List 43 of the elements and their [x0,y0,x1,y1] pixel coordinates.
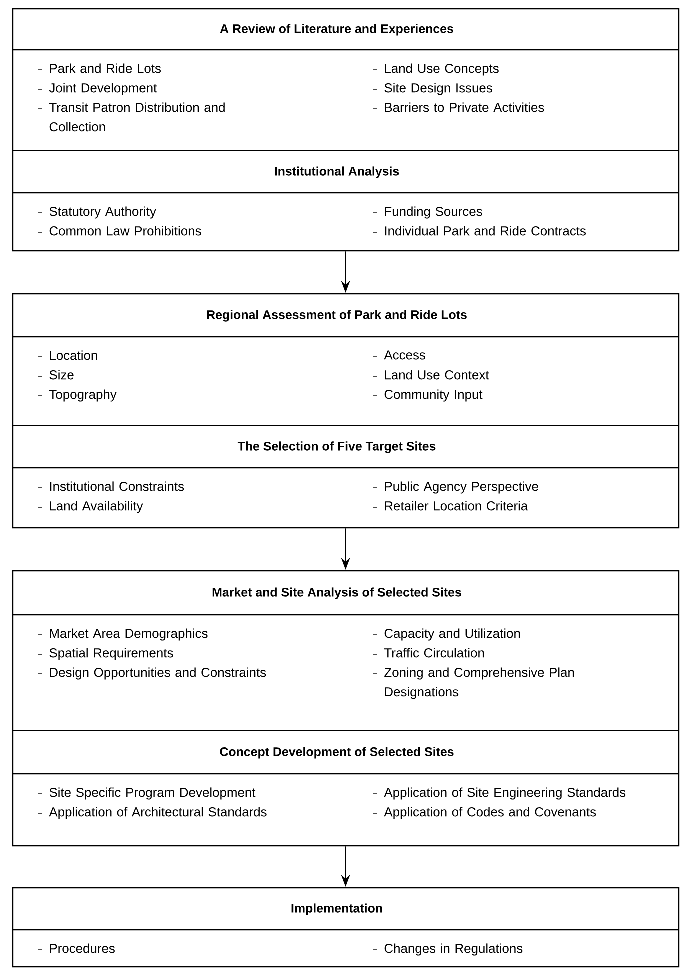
list-item: Site Specific Program Development [50,788,256,800]
list-item: Transit Patron Distribution and Collection [50,102,225,132]
list-item: Funding Sources [385,206,482,219]
list-item: Size [50,370,74,380]
list-item: Location [50,350,98,360]
list-item: Spatial Requirements [50,648,174,660]
section-heading: Market and Site Analysis of Selected Sites [212,588,462,600]
list-item: Capacity and Utilization [384,628,520,641]
section-heading: The Selection of Five Target Sites [238,442,436,454]
section-heading: Implementation [292,904,382,916]
list-item: Joint Development [49,83,158,96]
list-item: Application of Site Engineering Standards [384,788,626,800]
list-item: Access [384,350,426,360]
list-item: Application of Codes and Covenants [384,807,596,820]
list-item: Site Design Issues [384,83,492,96]
list-item: Retailer Location Criteria [385,501,528,511]
list-item: Community Input [384,390,483,402]
section-heading: A Review of Literature and Experiences [220,24,454,36]
list-item: Park and Ride Lots [50,64,162,74]
list-item: Land Use Context [385,370,490,380]
list-item: Zoning and Comprehensive Plan Designations [384,668,574,700]
list-item: Common Law Prohibitions [50,226,202,236]
section-heading: Institutional Analysis [275,166,400,178]
list-item: Traffic Circulation [384,648,484,658]
list-item: Individual Park and Ride Contracts [385,226,586,236]
group-box [12,570,680,847]
list-item: Land Availability [50,501,144,514]
list-item: Institutional Constraints [50,482,184,492]
list-item: Market Area Demographics [50,628,208,641]
list-item: Public Agency Perspective [385,482,538,494]
list-item: Changes in Regulations [384,944,523,956]
group-box [12,8,680,252]
list-item: Procedures [50,944,115,954]
section-heading: Regional Assessment of Park and Ride Lots [207,310,467,322]
section-heading: Concept Development of Selected Sites [220,747,454,759]
list-item: Application of Architectural Standards [49,807,267,820]
list-item: Topography [50,390,117,402]
list-item: Barriers to Private Activities [385,102,544,112]
group-box [12,293,680,529]
list-item: Statutory Authority [50,206,156,219]
list-item: Land Use Concepts [385,64,499,76]
group-box [12,887,680,968]
list-item: Design Opportunities and Constraints [50,668,266,680]
